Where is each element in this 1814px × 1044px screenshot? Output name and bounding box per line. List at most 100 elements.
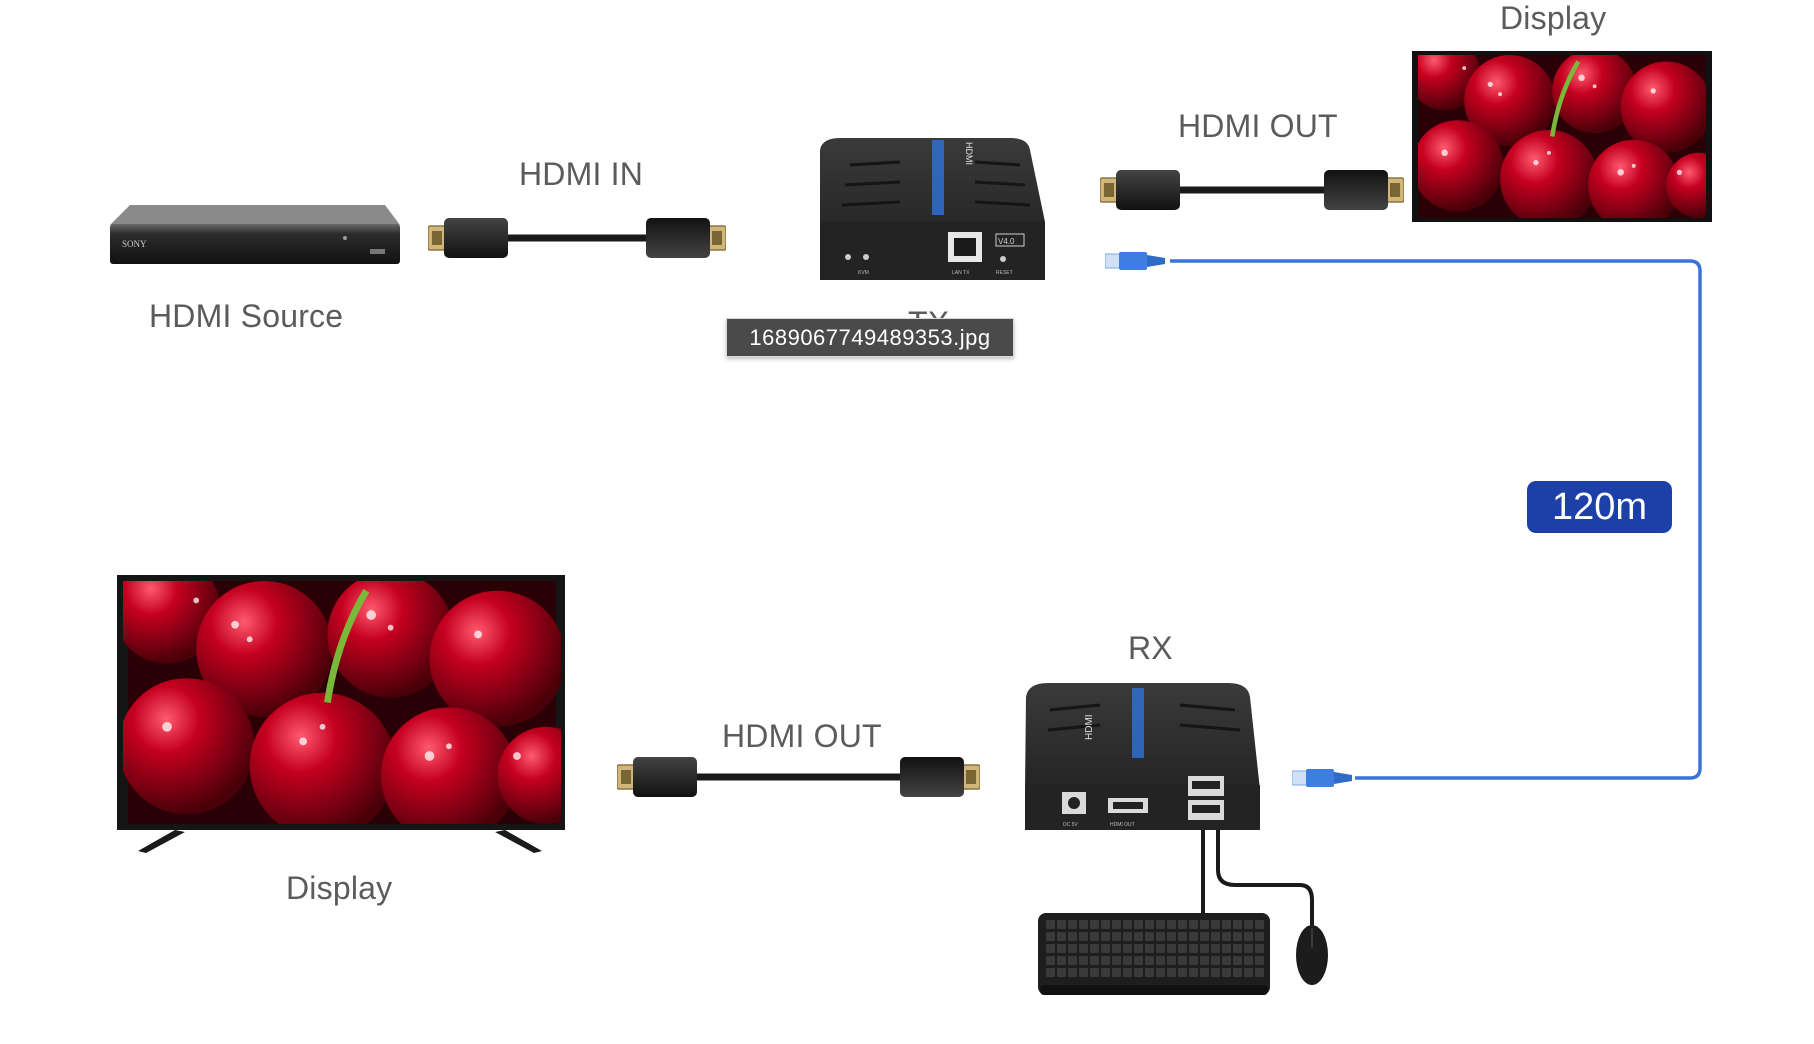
keyboard-key (1233, 968, 1242, 977)
keyboard-key (1255, 920, 1264, 929)
keyboard-key (1134, 956, 1143, 965)
hdmi-out-top-label: HDMI OUT (1178, 108, 1338, 144)
keyboard-key (1178, 944, 1187, 953)
keyboard-key (1079, 920, 1088, 929)
keyboard-key (1167, 956, 1176, 965)
keyboard-key (1211, 920, 1220, 929)
keyboard-key (1211, 932, 1220, 941)
keyboard-key (1090, 968, 1099, 977)
display-tv-bottom (117, 575, 565, 853)
keyboard-key (1101, 968, 1110, 977)
rx-dc-port-text: DC 5V (1063, 822, 1078, 828)
keyboard-key (1244, 968, 1253, 977)
keyboard-key (1057, 944, 1066, 953)
keyboard-key (1123, 920, 1132, 929)
hdmi-in-label: HDMI IN (519, 156, 644, 192)
keyboard-key (1222, 932, 1231, 941)
hdmi-out-bottom-label: HDMI OUT (722, 718, 882, 754)
distance-badge: 120m (1527, 481, 1672, 533)
keyboard-key (1101, 944, 1110, 953)
keyboard-key (1145, 920, 1154, 929)
keyboard-key (1255, 932, 1264, 941)
keyboard-key (1167, 944, 1176, 953)
keyboard-key (1211, 944, 1220, 953)
keyboard-key (1200, 956, 1209, 965)
keyboard-key (1189, 920, 1198, 929)
keyboard-key (1189, 956, 1198, 965)
keyboard-key (1123, 944, 1132, 953)
keyboard-key (1233, 920, 1242, 929)
keyboard-key (1167, 932, 1176, 941)
keyboard-key (1233, 944, 1242, 953)
display-monitor-top (1412, 51, 1712, 222)
usb-cables (1201, 830, 1314, 925)
keyboard-key (1068, 944, 1077, 953)
hdmi-source-device: SONY (110, 205, 400, 264)
hdmi-in-cable (428, 218, 726, 258)
keyboard-key (1079, 932, 1088, 941)
keyboard-key (1112, 944, 1121, 953)
keyboard-key (1057, 956, 1066, 965)
rx-label: RX (1128, 630, 1173, 666)
keyboard-key (1090, 944, 1099, 953)
keyboard-key (1046, 920, 1055, 929)
keyboard-key (1244, 920, 1253, 929)
keyboard-key (1189, 932, 1198, 941)
keyboard-key (1145, 968, 1154, 977)
keyboard-key (1178, 932, 1187, 941)
hdmi-source-label: HDMI Source (149, 298, 344, 334)
keyboard-key (1178, 968, 1187, 977)
rx-hdmi-port-text: HDMI OUT (1110, 822, 1135, 828)
keyboard-key (1123, 968, 1132, 977)
keyboard-key (1167, 968, 1176, 977)
keyboard-key (1244, 956, 1253, 965)
keyboard-key (1046, 932, 1055, 941)
display-top-label: Display (1500, 0, 1607, 36)
keyboard-key (1046, 944, 1055, 953)
keyboard-key (1101, 920, 1110, 929)
keyboard-key (1145, 944, 1154, 953)
keyboard-key (1156, 932, 1165, 941)
keyboard (1038, 913, 1270, 995)
hdmi-out-cable-bottom (617, 757, 980, 797)
keyboard-key (1134, 944, 1143, 953)
keyboard-key (1057, 968, 1066, 977)
keyboard-key (1123, 932, 1132, 941)
keyboard-key (1057, 920, 1066, 929)
keyboard-key (1134, 920, 1143, 929)
keyboard-key (1200, 968, 1209, 977)
keyboard-key (1079, 944, 1088, 953)
keyboard-key (1101, 956, 1110, 965)
keyboard-key (1222, 968, 1231, 977)
keyboard-key (1222, 920, 1231, 929)
keyboard-key (1112, 920, 1121, 929)
keyboard-key (1112, 956, 1121, 965)
keyboard-key (1178, 956, 1187, 965)
tx-hdmi-logo: HDMI (964, 142, 974, 165)
keyboard-key (1200, 944, 1209, 953)
keyboard-key (1090, 956, 1099, 965)
keyboard-key (1112, 968, 1121, 977)
keyboard-key (1068, 920, 1077, 929)
keyboard-key (1255, 968, 1264, 977)
keyboard-key (1189, 944, 1198, 953)
keyboard-key (1145, 956, 1154, 965)
keyboard-key (1134, 968, 1143, 977)
keyboard-key (1156, 920, 1165, 929)
tx-kvm-port-text: KVM (858, 270, 869, 276)
keyboard-key (1101, 932, 1110, 941)
keyboard-key (1167, 920, 1176, 929)
keyboard-key (1178, 920, 1187, 929)
tx-reset-port-text: RESET (996, 270, 1013, 276)
keyboard-key (1046, 968, 1055, 977)
filename-tooltip: 1689067749489353.jpg (726, 318, 1014, 357)
keyboard-key (1068, 956, 1077, 965)
keyboard-key (1046, 956, 1055, 965)
keyboard-key (1244, 944, 1253, 953)
keyboard-key (1079, 956, 1088, 965)
keyboard-key (1156, 956, 1165, 965)
mouse (1296, 925, 1328, 985)
keyboard-key (1244, 932, 1253, 941)
keyboard-key (1068, 968, 1077, 977)
